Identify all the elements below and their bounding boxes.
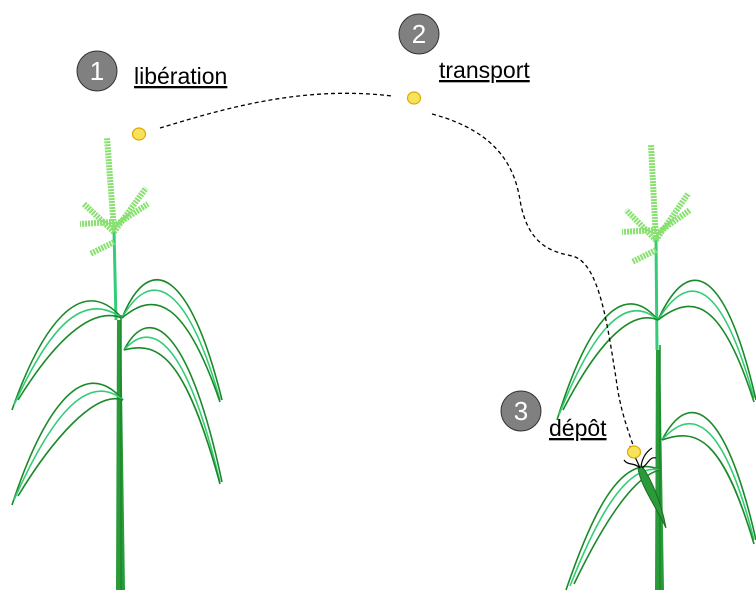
leaves-lower-left — [11, 326, 223, 506]
step-badge-3 — [500, 390, 542, 432]
step-badge-2 — [398, 13, 440, 55]
pollen-grain-icon — [131, 127, 147, 141]
pollen-trajectory — [159, 92, 635, 449]
step-number-2: 2 — [412, 19, 426, 49]
pollen-grain-icon — [406, 91, 422, 105]
step-label-liberation: libération — [134, 63, 227, 89]
pollen-grain-icon — [626, 445, 642, 459]
leaves-upper-left — [11, 278, 223, 411]
step-3: 3 dépôt — [500, 390, 607, 441]
step-number-3: 3 — [514, 396, 528, 426]
step-1: 1 libération — [76, 50, 227, 92]
maize-plant-left — [11, 137, 223, 590]
leaves-upper-right — [556, 279, 756, 421]
leaves-lower-right — [565, 411, 756, 591]
step-label-depot: dépôt — [549, 415, 607, 441]
step-2: 2 transport — [398, 13, 530, 83]
step-label-transport: transport — [439, 57, 530, 83]
tassel-right — [621, 144, 692, 351]
step-badge-1 — [76, 50, 118, 92]
tassel-left — [79, 137, 150, 321]
maize-plant-right — [556, 144, 756, 591]
step-number-1: 1 — [90, 56, 104, 86]
